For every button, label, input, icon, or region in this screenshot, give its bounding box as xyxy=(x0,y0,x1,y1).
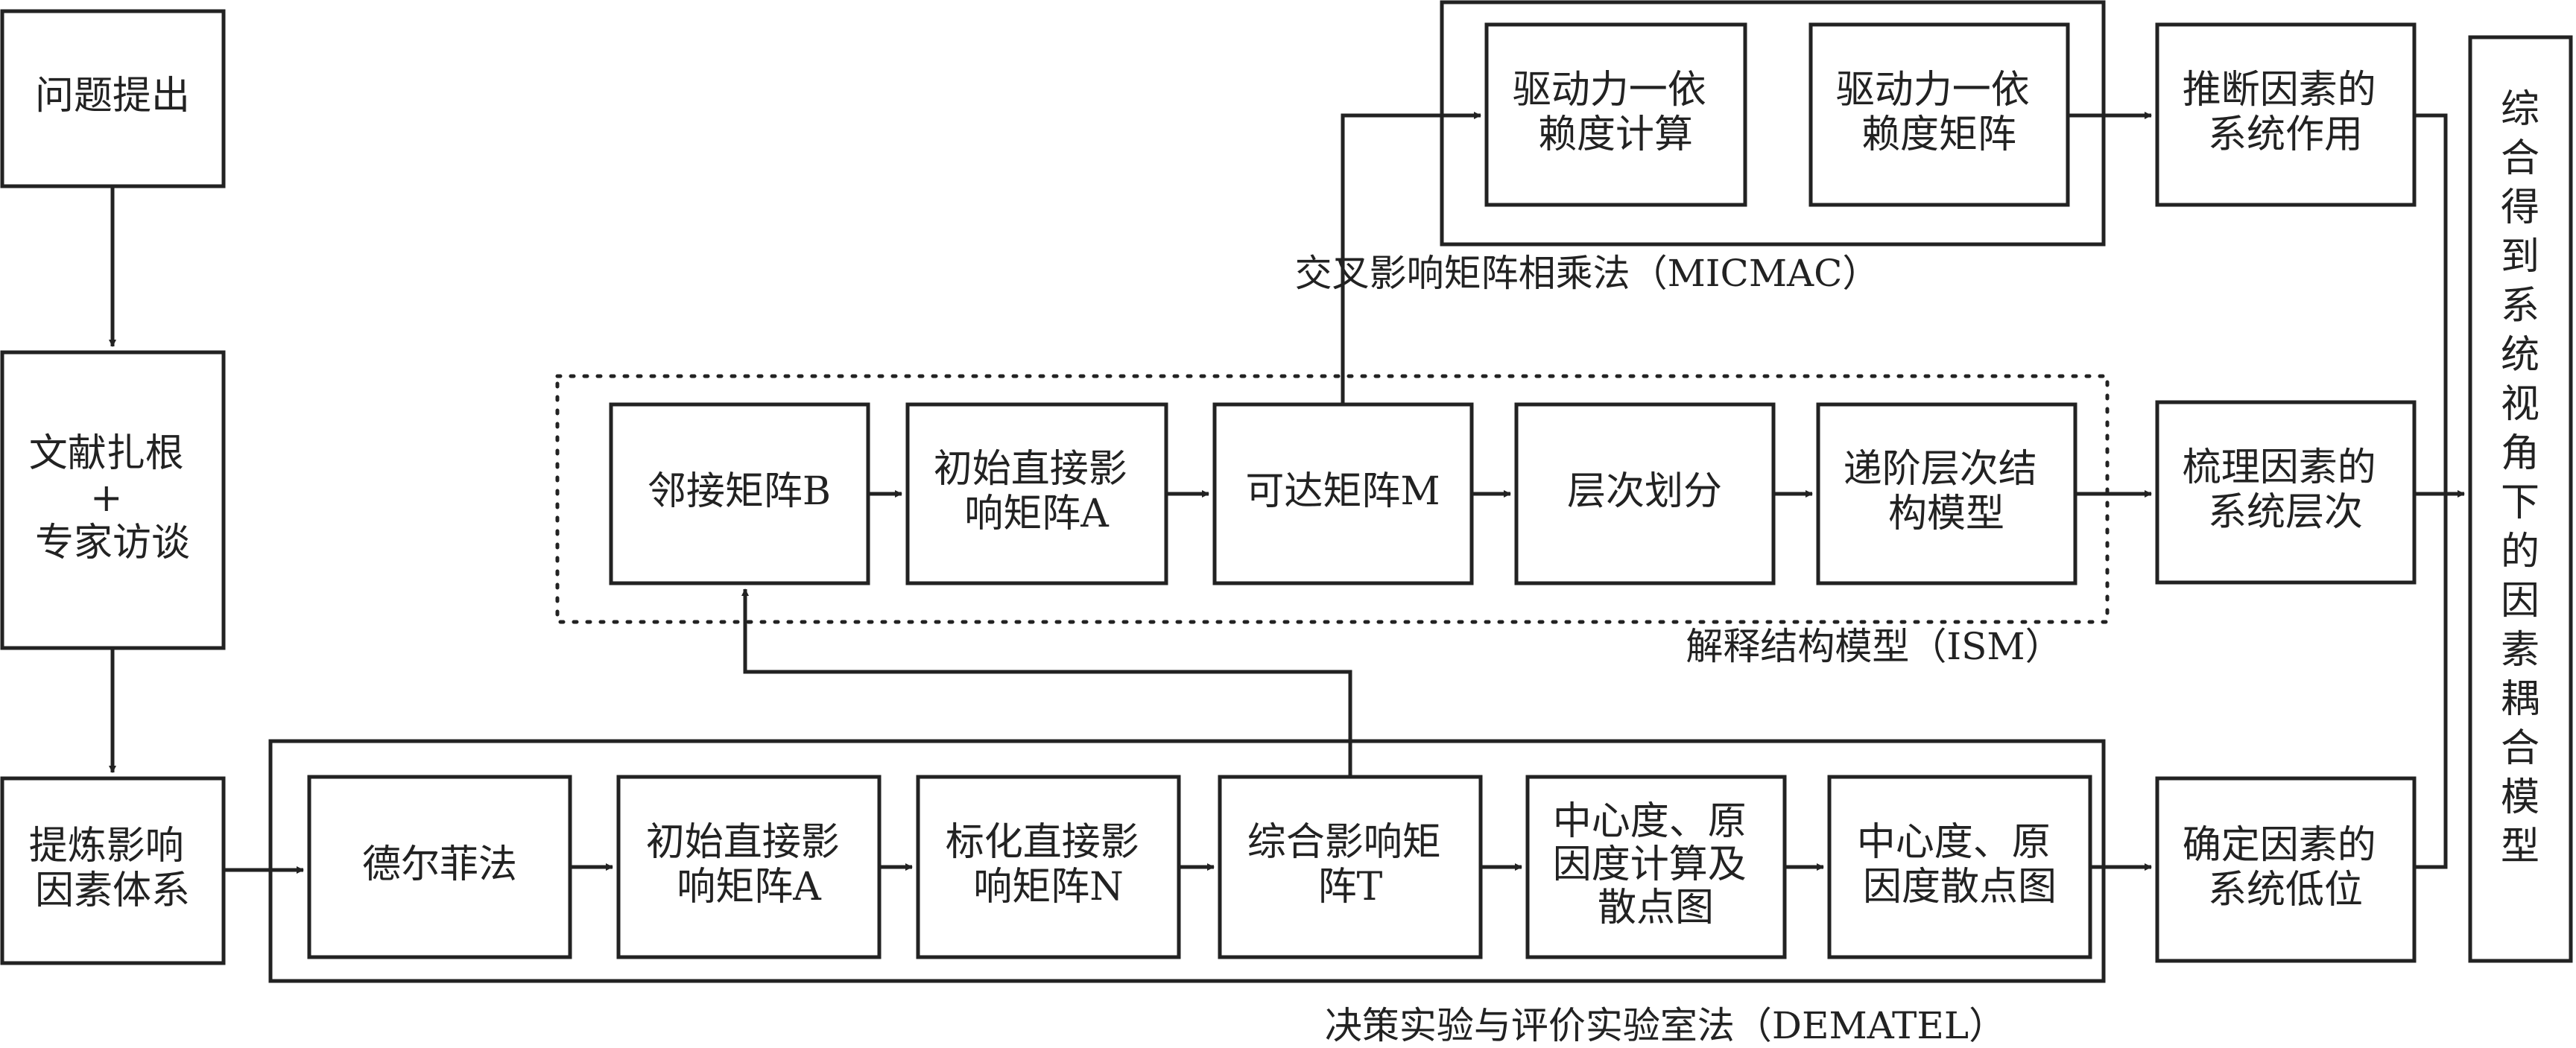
connectors xyxy=(109,112,2465,874)
arrow-reach-to-micmac xyxy=(1341,112,1481,404)
final-model-char: 视 xyxy=(2501,382,2539,427)
svg-text:可达矩阵M: 可达矩阵M xyxy=(1245,469,1440,514)
dematel-group xyxy=(268,739,2106,983)
final-model-char: 角 xyxy=(2501,431,2539,476)
final-model-char: 合 xyxy=(2501,726,2539,771)
box-final-model: 综合得到系统视角下的因素耦合模型 xyxy=(2468,35,2573,963)
box-centrality-calc: 中心度、原 因度计算及 散点图 xyxy=(1525,775,1787,959)
caption-ism: 解释结构模型（ISM） xyxy=(1686,625,2062,668)
svg-text:确定因素的 系统低位: 确定因素的 系统低位 xyxy=(2183,823,2389,912)
final-model-char: 统 xyxy=(2501,333,2539,378)
svg-text:梳理因素的 系统层次: 梳理因素的 系统层次 xyxy=(2183,445,2389,535)
caption-micmac: 交叉影响矩阵相乘法（MICMAC） xyxy=(1295,252,1880,295)
svg-text:驱动力一依 赖度矩阵: 驱动力一依 赖度矩阵 xyxy=(1836,68,2042,157)
svg-text:综合影响矩 阵T: 综合影响矩 阵T xyxy=(1247,820,1454,909)
box-micmac-calc: 驱动力一依 赖度计算 xyxy=(1484,22,1747,207)
box-normalized: 标化直接影 响矩阵N xyxy=(916,775,1181,959)
box-problem: 问题提出 xyxy=(0,9,226,188)
box-literature: 文献扎根 + 专家访谈 xyxy=(0,350,226,650)
svg-text:推断因素的 系统作用: 推断因素的 系统作用 xyxy=(2183,68,2389,157)
final-model-char: 耦 xyxy=(2501,677,2539,722)
svg-text:层次划分: 层次划分 xyxy=(1567,469,1722,514)
final-model-char: 模 xyxy=(2501,775,2539,820)
svg-text:中心度、原 因度计算及 散点图: 中心度、原 因度计算及 散点图 xyxy=(1553,799,1759,930)
svg-text:递阶层次结 构模型: 递阶层次结 构模型 xyxy=(1844,447,2050,536)
final-model-char: 得 xyxy=(2501,185,2539,230)
svg-text:德尔菲法: 德尔菲法 xyxy=(362,842,517,887)
svg-text:综合得到系统视角下的因素耦合模型: 综合得到系统视角下的因素耦合模型 xyxy=(2501,87,2539,869)
connector-position-to-final xyxy=(2414,494,2448,869)
final-model-char: 综 xyxy=(2501,87,2539,132)
svg-text:标化直接影 响矩阵N: 标化直接影 响矩阵N xyxy=(946,820,1152,909)
svg-text:问题提出: 问题提出 xyxy=(35,74,190,118)
final-model-char: 素 xyxy=(2501,628,2539,673)
box-factors: 提炼影响 因素体系 xyxy=(0,776,226,965)
box-system-role: 推断因素的 系统作用 xyxy=(2155,22,2417,207)
arrow-total-to-adjacency xyxy=(741,588,1352,777)
svg-text:初始直接影 响矩阵A: 初始直接影 响矩阵A xyxy=(934,447,1140,536)
connector-role-to-final xyxy=(2414,113,2448,494)
box-system-position: 确定因素的 系统低位 xyxy=(2155,776,2417,963)
box-dematel-initial: 初始直接影 响矩阵A xyxy=(616,775,882,959)
final-model-char: 的 xyxy=(2501,530,2539,574)
svg-text:邻接矩阵B: 邻接矩阵B xyxy=(648,469,831,514)
final-model-char: 合 xyxy=(2501,136,2539,181)
svg-text:提炼影响 因素体系: 提炼影响 因素体系 xyxy=(29,824,197,913)
micmac-group xyxy=(1440,0,2106,247)
final-model-char: 因 xyxy=(2501,579,2539,623)
svg-text:中心度、原 因度散点图: 中心度、原 因度散点图 xyxy=(1857,820,2063,909)
svg-text:文献扎根 + 专家访谈: 文献扎根 + 专家访谈 xyxy=(29,431,197,565)
box-reach: 可达矩阵M xyxy=(1212,402,1474,585)
box-ism-initial: 初始直接影 响矩阵A xyxy=(905,402,1168,585)
box-system-hierarchy: 梳理因素的 系统层次 xyxy=(2155,400,2417,585)
svg-text:驱动力一依 赖度计算: 驱动力一依 赖度计算 xyxy=(1513,68,1719,157)
box-adjacency: 邻接矩阵B xyxy=(609,402,870,585)
box-micmac-matrix: 驱动力一依 赖度矩阵 xyxy=(1808,22,2070,207)
box-levels: 层次划分 xyxy=(1514,402,1776,585)
final-model-char: 系 xyxy=(2501,284,2539,328)
final-model-char: 下 xyxy=(2501,480,2539,525)
final-model-char: 到 xyxy=(2501,235,2539,279)
box-scatter: 中心度、原 因度散点图 xyxy=(1827,775,2092,959)
final-model-char: 型 xyxy=(2501,825,2539,869)
caption-dematel: 决策实验与评价实验室法（DEMATEL） xyxy=(1325,1004,2006,1047)
svg-text:初始直接影 响矩阵A: 初始直接影 响矩阵A xyxy=(646,820,852,909)
box-delphi: 德尔菲法 xyxy=(307,775,572,959)
box-total: 综合影响矩 阵T xyxy=(1218,775,1483,959)
box-hierarchy-model: 递阶层次结 构模型 xyxy=(1816,402,2077,585)
